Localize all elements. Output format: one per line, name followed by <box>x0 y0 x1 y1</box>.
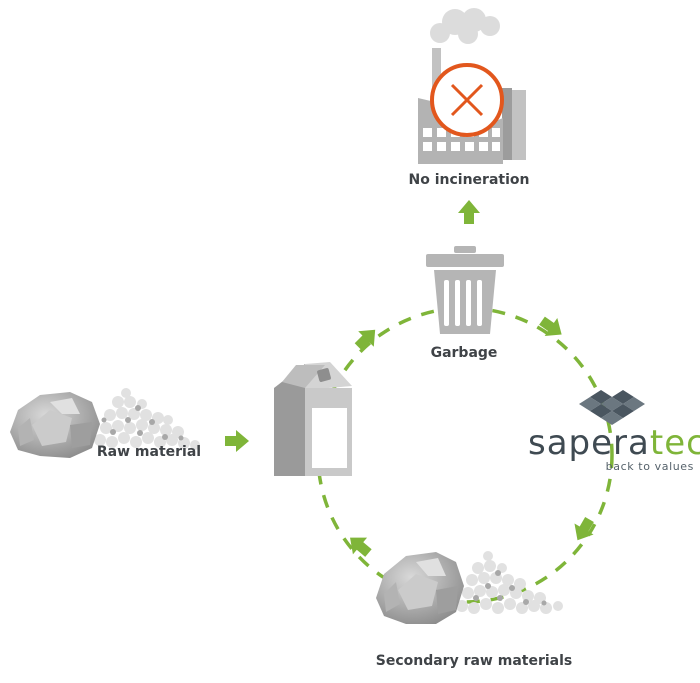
label-raw-material: Raw material <box>96 444 202 460</box>
rock-pile-icon <box>376 551 563 624</box>
label-no-incineration: No incineration <box>408 172 530 188</box>
brand-name-part2: tec <box>649 423 700 463</box>
brand-name-part1: sapera <box>528 423 650 463</box>
logo-icon <box>579 390 645 425</box>
prohibited-icon <box>430 63 504 137</box>
trash-can-icon <box>426 246 504 334</box>
brand-logo-text: saperatec <box>528 423 700 463</box>
arrow-saperatec-to-secondary <box>567 513 600 546</box>
label-garbage: Garbage <box>430 345 498 361</box>
milk-carton-icon <box>274 362 352 476</box>
label-secondary-raw-materials: Secondary raw materials <box>375 653 573 669</box>
rock-pile-icon <box>10 388 200 458</box>
brand-tagline: back to values <box>605 460 694 473</box>
arrow-to-no-incineration <box>458 200 480 224</box>
